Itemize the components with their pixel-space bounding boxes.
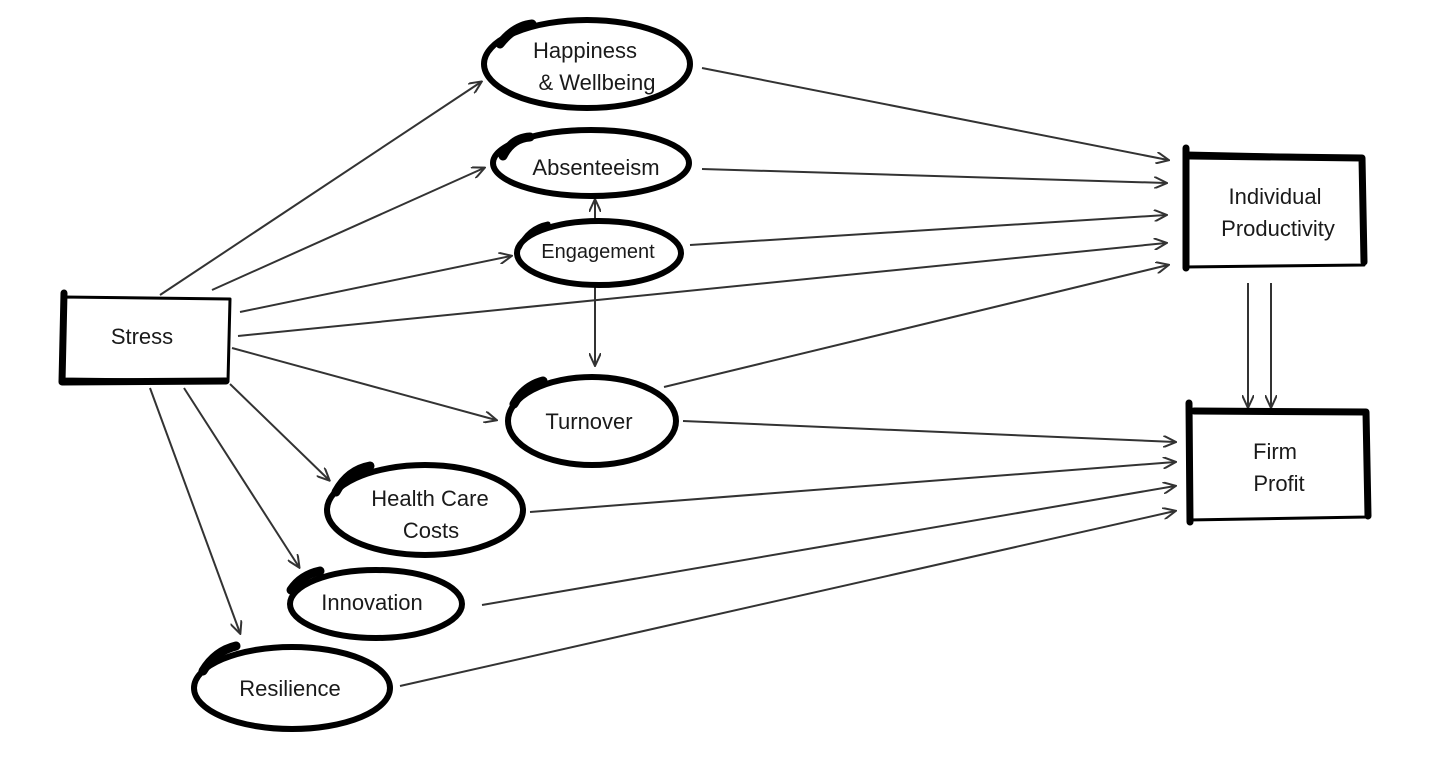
node-resilience: Resilience	[191, 641, 393, 732]
edge-stress-innovation	[183, 387, 299, 567]
edge-health-care-firm-profit	[529, 462, 1175, 513]
edge-absenteeism-productivity	[701, 168, 1166, 183]
node-health-care: Health Care Costs	[324, 461, 526, 558]
node-firm-profit: Firm Profit	[1185, 399, 1372, 526]
edge-turnover-productivity	[663, 265, 1168, 388]
edge-resilience-firm-profit	[399, 511, 1175, 687]
edge-turnover-firm-profit	[682, 420, 1175, 442]
edge-stress-health-care	[229, 383, 329, 480]
edge-stress-productivity	[237, 243, 1166, 337]
node-absenteeism-label: Absenteeism	[532, 155, 659, 180]
edge-stress-engagement	[239, 256, 511, 313]
node-firm-profit-label-line2: Profit	[1253, 471, 1304, 496]
node-innovation-label: Innovation	[321, 590, 423, 615]
edges	[149, 67, 1271, 687]
node-health-care-label-line1: Health Care	[371, 486, 488, 511]
node-resilience-label: Resilience	[239, 676, 341, 701]
edge-innovation-firm-profit	[481, 486, 1175, 606]
node-productivity-label-line2: Productivity	[1221, 216, 1335, 241]
node-engagement-label: Engagement	[541, 241, 655, 263]
edge-stress-happiness	[159, 82, 481, 296]
node-innovation: Innovation	[286, 566, 465, 641]
edge-stress-turnover	[231, 347, 496, 420]
edge-stress-resilience	[149, 387, 240, 633]
node-health-care-label-line2: Costs	[403, 518, 459, 543]
node-absenteeism: Absenteeism	[490, 127, 692, 199]
edge-happiness-productivity	[701, 67, 1168, 160]
node-turnover: Turnover	[505, 374, 679, 468]
node-happiness-label-line2: & Wellbeing	[539, 70, 656, 95]
node-happiness: Happiness & Wellbeing	[481, 17, 693, 111]
node-happiness-label-line1: Happiness	[533, 38, 637, 63]
node-stress-label: Stress	[111, 324, 173, 349]
node-productivity-label-line1: Individual	[1229, 184, 1322, 209]
node-firm-profit-label-line1: Firm	[1253, 439, 1297, 464]
edge-engagement-productivity	[689, 215, 1166, 246]
node-stress: Stress	[58, 289, 232, 386]
node-engagement: Engagement	[514, 218, 684, 288]
edge-stress-absenteeism	[211, 168, 484, 291]
node-productivity: Individual Productivity	[1182, 144, 1368, 272]
node-turnover-label: Turnover	[545, 409, 632, 434]
